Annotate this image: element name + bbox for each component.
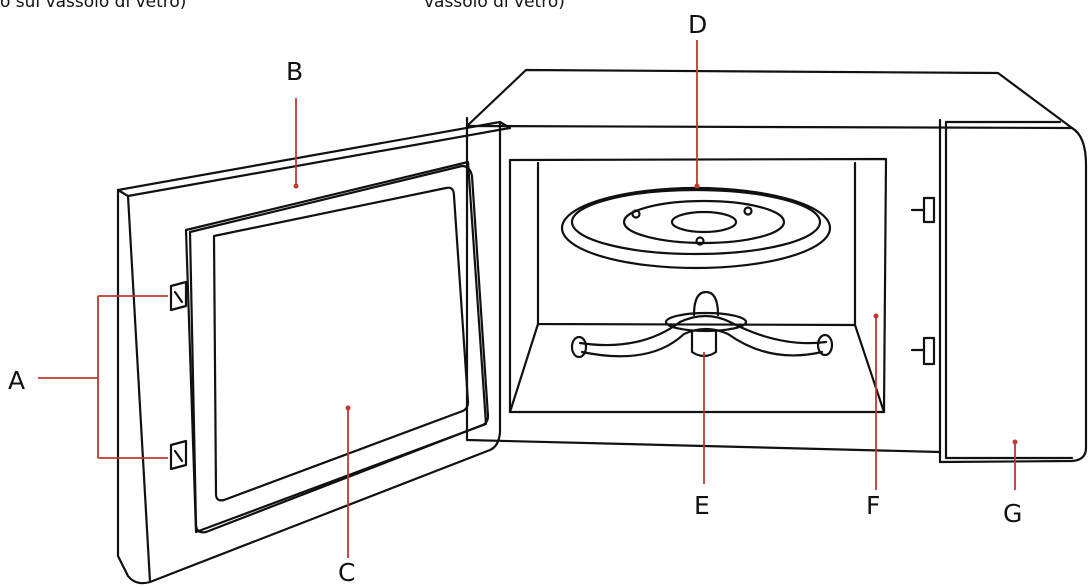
label-a: A [8, 366, 25, 395]
microwave-body [465, 68, 1088, 464]
leader-a [38, 295, 168, 459]
door-latch-lower [169, 439, 188, 471]
latch-slot-upper [922, 196, 936, 224]
glass-turntable-tray [560, 186, 832, 270]
label-c: C [338, 558, 355, 587]
latch-slot-lower [922, 336, 936, 366]
caption-middle: vassolo di vetro) [424, 0, 565, 12]
control-panel [938, 118, 1074, 464]
label-b: B [286, 57, 303, 86]
oven-cavity [508, 157, 888, 414]
label-g: G [1003, 499, 1022, 528]
label-f: F [866, 491, 880, 520]
door-window [212, 186, 470, 502]
label-d: D [688, 10, 707, 39]
roller-ring-support [570, 290, 834, 359]
oven-door [116, 120, 512, 585]
door-latch-upper [169, 280, 188, 312]
leader-lines [38, 40, 1016, 558]
caption-left: o sul vassolo di vetro) [0, 0, 187, 12]
label-e: E [694, 491, 710, 520]
